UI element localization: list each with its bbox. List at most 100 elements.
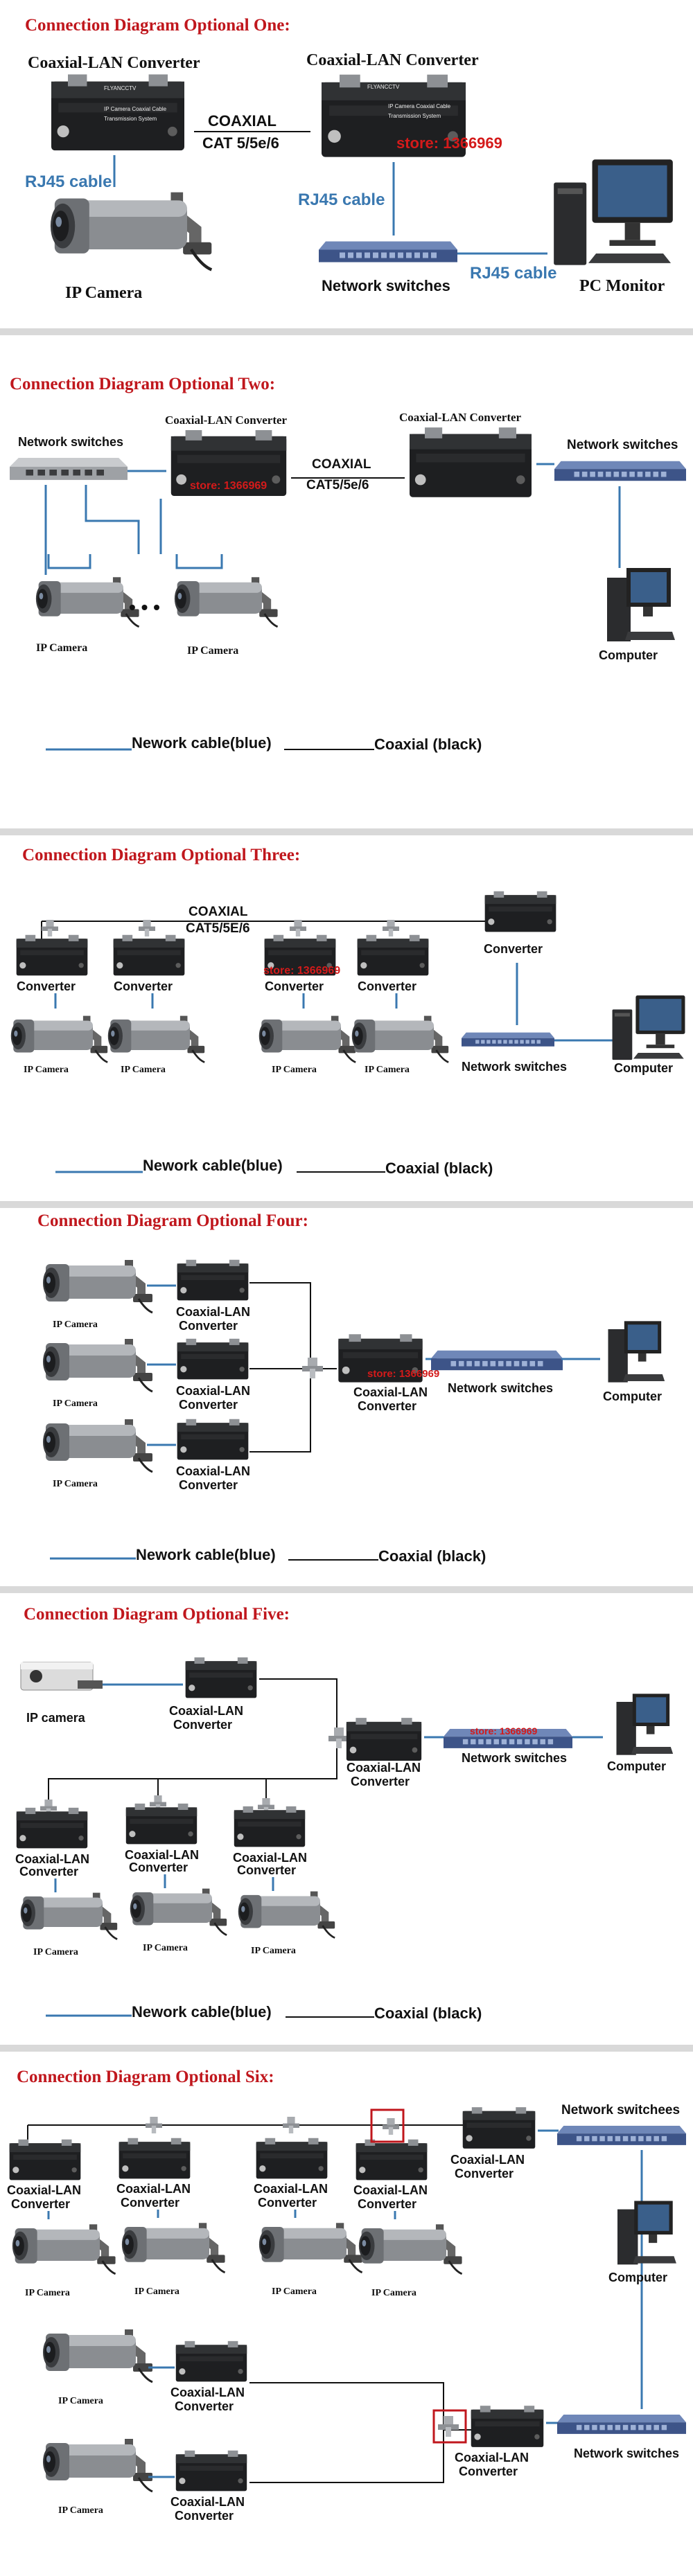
ip-camera-icon <box>42 1338 154 1393</box>
ip-camera-icon <box>129 1887 228 1937</box>
section-three: Connection Diagram Optional Three: COAXI… <box>10 846 685 1177</box>
ip-camera-label: IP Camera <box>33 1947 78 1957</box>
ip-camera-icon <box>358 2223 464 2275</box>
section-title: Connection Diagram Optional One: <box>25 16 290 35</box>
legend-network-label: Nework cable(blue) <box>132 2003 272 2020</box>
converter-box-icon <box>410 427 532 497</box>
converter-label-line1: Coaxial-LAN <box>353 1385 428 1399</box>
ip-camera-icon <box>42 1259 154 1314</box>
converter-label-line1: Coaxial-LAN <box>176 1384 250 1398</box>
converter-label-line1: Coaxial-LAN <box>450 2153 525 2167</box>
converter-box-icon <box>357 934 429 976</box>
converter-label-line1: Coaxial-LAN <box>233 1851 307 1865</box>
ip-camera-icon <box>351 1015 450 1064</box>
ip-camera-label: IP Camera <box>58 2505 103 2516</box>
ip-camera-icon <box>51 193 211 270</box>
converter-label-line2: Converter <box>351 1775 410 1788</box>
legend-coax-label: Coaxial (black) <box>374 2005 482 2022</box>
converter-label-line1: Coaxial-LAN <box>7 2183 81 2197</box>
converter-label: Converter <box>265 979 324 993</box>
converter-label: Converter <box>114 979 173 993</box>
legend-coax-label: Coaxial (black) <box>385 1160 493 1177</box>
network-switches-label: Network switches <box>462 1751 567 1765</box>
network-switches-label: Network switches <box>322 277 450 294</box>
ip-camera-icon <box>20 1662 103 1691</box>
converter-label-line2: Converter <box>258 2196 317 2210</box>
section-title: Connection Diagram Optional Four: <box>37 1211 308 1230</box>
pc-monitor-icon <box>612 995 685 1060</box>
network-switch-icon <box>557 2125 686 2145</box>
converter-box-icon <box>177 1419 249 1460</box>
section-six: Connection Diagram Optional Six: Coaxial… <box>7 2068 686 2523</box>
store-watermark: store: 1366969 <box>470 1725 538 1736</box>
converter-box-icon <box>9 2139 81 2180</box>
network-switches-bottom-label: Network switches <box>574 2446 679 2460</box>
network-switches-right-label: Network switches <box>567 438 678 452</box>
rj45-cable-left-label: RJ45 cable <box>25 172 112 191</box>
network-switch-icon <box>554 461 686 481</box>
network-switch-icon <box>557 2414 686 2434</box>
converter-label: Converter <box>17 979 76 993</box>
converter-right-label: Coaxial-LAN Converter <box>399 411 522 424</box>
converter-label-line1: Coaxial-LAN <box>170 2386 245 2399</box>
network-switches-label: Network switches <box>448 1381 553 1395</box>
box-line1: IP Camera Coaxial Cable <box>388 103 451 109</box>
rj45-cable-right-label: RJ45 cable <box>470 264 556 283</box>
converter-right-label: Coaxial-LAN Converter <box>306 51 479 69</box>
store-watermark: store: 1366969 <box>396 134 502 152</box>
converter-label-line1: Coaxial-LAN <box>455 2451 529 2464</box>
computer-label: Computer <box>608 2271 667 2284</box>
computer-label: Computer <box>607 1759 666 1773</box>
converter-label-line2: Converter <box>179 1398 238 1412</box>
ip-camera-label: IP Camera <box>251 1946 296 1956</box>
t-connector-icon <box>328 1727 349 1748</box>
box-line2: Transmission System <box>104 116 157 122</box>
ip-camera-icon <box>19 1892 119 1941</box>
ip-camera-label: IP Camera <box>187 645 238 657</box>
coaxial-label: COAXIAL <box>208 112 277 130</box>
converter-box-icon <box>462 2107 536 2149</box>
section-title: Connection Diagram Optional Five: <box>24 1605 290 1624</box>
computer-label: Computer <box>614 1061 673 1075</box>
legend-coax-label: Coaxial (black) <box>374 736 482 753</box>
store-watermark: store: 1366969 <box>367 1368 439 1380</box>
converter-label-line2: Converter <box>11 2197 70 2211</box>
coaxial-label: COAXIAL <box>312 457 371 472</box>
network-switch-icon <box>319 241 457 263</box>
converter-label: Converter <box>484 942 543 956</box>
converter-label-line2: Converter <box>121 2196 179 2210</box>
converter-label-line2: Converter <box>358 2197 416 2211</box>
ip-camera-icon <box>10 1015 109 1064</box>
t-connector-icon <box>383 920 399 936</box>
ip-camera-label: IP Camera <box>121 1065 166 1075</box>
box-brand: FLYANCCTV <box>104 85 137 91</box>
ip-camera-icon <box>121 2221 227 2274</box>
network-switches-top-label: Network switchees <box>561 2103 680 2117</box>
ip-camera-icon <box>42 2437 154 2493</box>
ip-camera-label: IP Camera <box>272 2286 317 2297</box>
section-separators <box>0 328 693 2052</box>
converter-box-icon <box>113 934 185 976</box>
pc-monitor-icon <box>554 159 673 265</box>
network-switches-left-label: Network switches <box>18 435 123 449</box>
t-connector-icon <box>302 1358 323 1378</box>
converter-box-icon <box>346 1718 422 1761</box>
converter-box-icon <box>16 1807 88 1849</box>
ip-camera-label: IP Camera <box>24 1065 69 1075</box>
converter-box-icon <box>175 2450 247 2491</box>
ip-camera-label: IP Camera <box>143 1943 188 1953</box>
converter-box-icon <box>471 2406 544 2447</box>
computer-label: Computer <box>603 1389 662 1403</box>
ip-camera-label: IP Camera <box>36 642 87 654</box>
converter-box-icon <box>484 891 556 932</box>
ip-camera-top-label: IP camera <box>26 1711 86 1725</box>
converter-box-icon <box>177 1259 249 1301</box>
tower-pc-icon <box>607 568 675 641</box>
rj45-cable-mid-label: RJ45 cable <box>298 190 385 209</box>
network-switch-icon <box>431 1350 563 1371</box>
coaxial-label: COAXIAL <box>188 905 248 919</box>
converter-label-line2: Converter <box>179 1319 238 1333</box>
section-five: Connection Diagram Optional Five: IP cam… <box>15 1605 674 2022</box>
converter-label-line1: Coaxial-LAN <box>254 2182 328 2196</box>
